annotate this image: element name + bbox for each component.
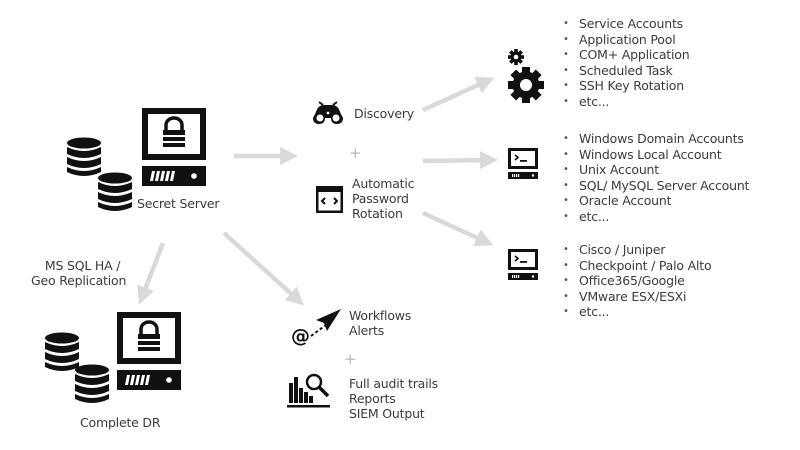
discovery-label: Discovery [354, 106, 414, 121]
password-rotation-line1: Automatic [352, 176, 415, 191]
replication-label-line1: MS SQL HA / [44, 258, 121, 273]
workflows-line2: Alerts [349, 323, 385, 338]
list-item: Windows Domain Accounts [563, 131, 749, 147]
workflows-line1: Workflows [349, 308, 412, 323]
plus-separator: + [349, 144, 362, 162]
list-item: Service Accounts [563, 16, 689, 32]
audit-line2: Reports [349, 391, 396, 406]
plus-separator: + [344, 350, 357, 368]
network-accounts-list: Cisco / Juniper Checkpoint / Palo Alto O… [563, 242, 712, 320]
service-accounts-list: Service Accounts Application Pool COM+ A… [563, 16, 690, 110]
database-icon [98, 172, 132, 211]
password-rotation-line3: Rotation [352, 206, 403, 221]
list-item: Application Pool [563, 32, 689, 48]
list-item: SQL/ MySQL Server Account [563, 178, 749, 194]
binoculars-icon [313, 101, 343, 124]
list-item: VMware ESX/ESXi [563, 289, 711, 305]
list-item: Office365/Google [563, 273, 711, 289]
list-item: Unix Account [563, 162, 749, 178]
workflows-label: Workflows Alerts [349, 308, 411, 338]
os-accounts-list: Windows Domain Accounts Windows Local Ac… [563, 131, 749, 224]
arrow-rotation-to-os-accounts [422, 151, 499, 170]
locked-server-icon [115, 310, 183, 392]
svg-text:@: @ [291, 325, 310, 347]
locked-server-icon [140, 106, 208, 188]
list-item: etc... [563, 94, 689, 110]
code-window-icon [316, 186, 343, 213]
arrow-rotation-to-network-accounts [422, 210, 494, 247]
replication-label-line2: Geo Replication [31, 273, 127, 288]
password-rotation-line2: Password [352, 191, 409, 206]
list-item: Checkpoint / Palo Alto [563, 258, 712, 274]
list-item: Oracle Account [563, 193, 749, 209]
secret-server-label: Secret Server [137, 196, 220, 211]
list-item: COM+ Application [563, 47, 690, 63]
arrow-discovery-to-service-accounts [422, 76, 495, 113]
replication-label: MS SQL HA / Geo Replication [31, 258, 126, 288]
complete-dr-label: Complete DR [80, 415, 161, 430]
arrow-server-to-dr [137, 242, 166, 305]
list-item: SSH Key Rotation [563, 78, 689, 94]
audit-line3: SIEM Output [349, 406, 425, 421]
arrow-server-to-workflows [222, 231, 305, 306]
audit-line1: Full audit trails [349, 376, 438, 391]
email-send-icon: @ [291, 309, 341, 347]
database-icon [45, 332, 79, 371]
list-item: etc... [563, 304, 711, 320]
chart-search-icon [287, 373, 330, 408]
list-item: Cisco / Juniper [563, 242, 711, 258]
list-item: Windows Local Account [563, 147, 749, 163]
database-icon [75, 364, 109, 403]
terminal-server-icon [507, 248, 539, 281]
terminal-server-icon [507, 147, 539, 180]
database-icon [67, 137, 101, 176]
audit-label: Full audit trails Reports SIEM Output [349, 376, 438, 421]
gears-icon [508, 49, 544, 103]
list-item: etc... [563, 209, 749, 225]
list-item: Scheduled Task [563, 63, 689, 79]
password-rotation-label: Automatic Password Rotation [352, 176, 415, 221]
